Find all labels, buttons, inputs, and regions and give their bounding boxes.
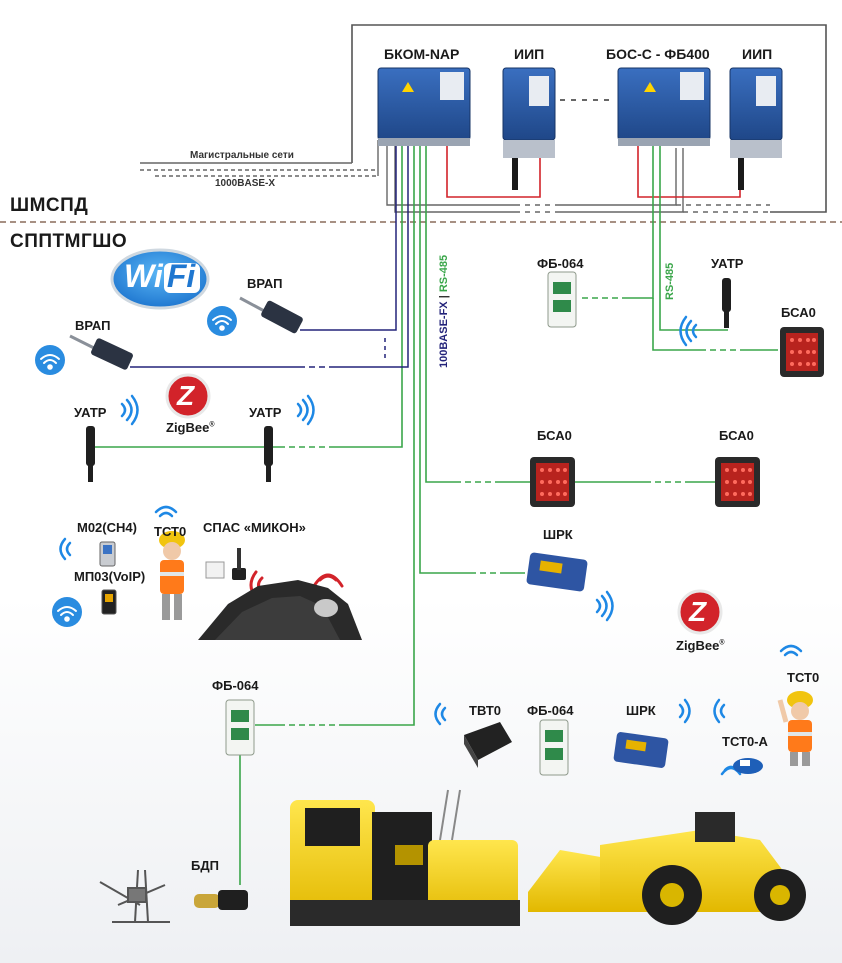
spas-device	[205, 548, 338, 617]
zigbee-reg-1: ®	[209, 421, 215, 429]
tst0-right-label: ТСТ0	[787, 670, 820, 685]
vrap-left-label: ВРАП	[75, 318, 111, 333]
main-line-fx: 100BASE-FX	[438, 301, 450, 368]
phones	[99, 541, 117, 615]
zigbee-mark-1: Z	[177, 380, 195, 411]
copper-lines	[130, 145, 409, 368]
bkom-label: БКОМ-NAP	[384, 46, 460, 62]
m02-label: М02(СН4)	[77, 520, 137, 535]
main-line-sep: |	[438, 292, 450, 302]
backbone-standard: 1000BASE-X	[215, 178, 276, 189]
bsa0-mid1-label: БСА0	[537, 428, 572, 443]
vrap-right-device	[239, 296, 303, 334]
wifi-logo-fi: Fi	[166, 258, 196, 294]
branch-line-label: RS-485	[664, 262, 676, 300]
shrk2-label: ШРК	[626, 703, 656, 718]
uatr-mid-label: УАТР	[249, 405, 282, 420]
locomotive	[290, 789, 520, 926]
bkom-nap-device	[377, 67, 471, 146]
radio-wave-icons	[59, 315, 803, 776]
coal-pile	[198, 580, 362, 640]
bsa0-lamps	[530, 327, 824, 507]
tst0a-label: ТСТ0-А	[722, 734, 768, 749]
zigbee-logo-1	[165, 373, 211, 419]
power-lines	[446, 145, 741, 198]
bsa0-top-label: БСА0	[781, 305, 816, 320]
bdp-device	[194, 890, 248, 910]
wifi-signal-arcs	[40, 315, 232, 622]
bsa0-mid2-label: БСА0	[719, 428, 754, 443]
fb064-bottom-label: ФБ-064	[527, 703, 574, 718]
zigbee-word-2: ZigBee	[676, 638, 720, 653]
miner-left	[159, 531, 185, 620]
tst0a-device	[733, 758, 763, 774]
main-line-rs: RS-485	[438, 254, 450, 293]
zigbee-text-1: ZigBee®	[166, 420, 215, 435]
uatr-left-label: УАТР	[74, 405, 107, 420]
spas-label: СПАС «МИКОН»	[203, 520, 306, 535]
iip2-label: ИИП	[742, 46, 773, 62]
tvt0-label: ТВТ0	[469, 703, 502, 718]
top-interconnects	[386, 99, 770, 213]
iip2-device	[729, 67, 783, 190]
zone-label-lower: СППТМГШО	[10, 231, 128, 252]
fiber-lines	[95, 145, 778, 885]
uatr-top-label: УАТР	[711, 256, 744, 271]
zigbee-word-1: ZigBee	[166, 420, 210, 435]
main-line-label: 100BASE-FX | RS-485	[438, 255, 450, 368]
iip1-label: ИИП	[514, 46, 545, 62]
sensor-stand	[99, 869, 170, 923]
zigbee-text-2: ZigBee®	[676, 638, 725, 653]
bdp-label: БДП	[191, 858, 219, 873]
tst0-left-label: ТСТ0	[154, 524, 187, 539]
mp03-label: МП03(VoIP)	[74, 569, 146, 584]
cabinet-frame	[351, 24, 827, 213]
backbone-title: Магистральные сети	[190, 150, 294, 161]
zigbee-logo-2	[677, 589, 723, 635]
shrk1-label: ШРК	[543, 527, 573, 542]
tvt0-device	[464, 722, 512, 768]
fb064-top-label: ФБ-064	[537, 256, 584, 271]
miner-right	[777, 691, 813, 766]
loader	[528, 812, 806, 925]
bos-label: БОС-С - ФБ400	[606, 46, 710, 62]
bsa0-led-dots	[540, 338, 816, 496]
vrap-right-label: ВРАП	[247, 276, 283, 291]
vrap-left-device	[69, 334, 133, 370]
shrk-boxes	[526, 552, 669, 768]
wifi-logo-wi: Wi	[124, 258, 163, 294]
wifi-logo	[110, 248, 210, 310]
uatr-antennas	[86, 278, 731, 482]
zigbee-reg-2: ®	[719, 639, 725, 647]
zone-label-upper: ШМСПД	[10, 195, 89, 216]
iip1-device	[502, 67, 556, 190]
zigbee-mark-2: Z	[689, 596, 707, 627]
fb064-left-label: ФБ-064	[212, 678, 259, 693]
fb064-boards	[225, 271, 577, 776]
bos-device	[617, 67, 711, 146]
